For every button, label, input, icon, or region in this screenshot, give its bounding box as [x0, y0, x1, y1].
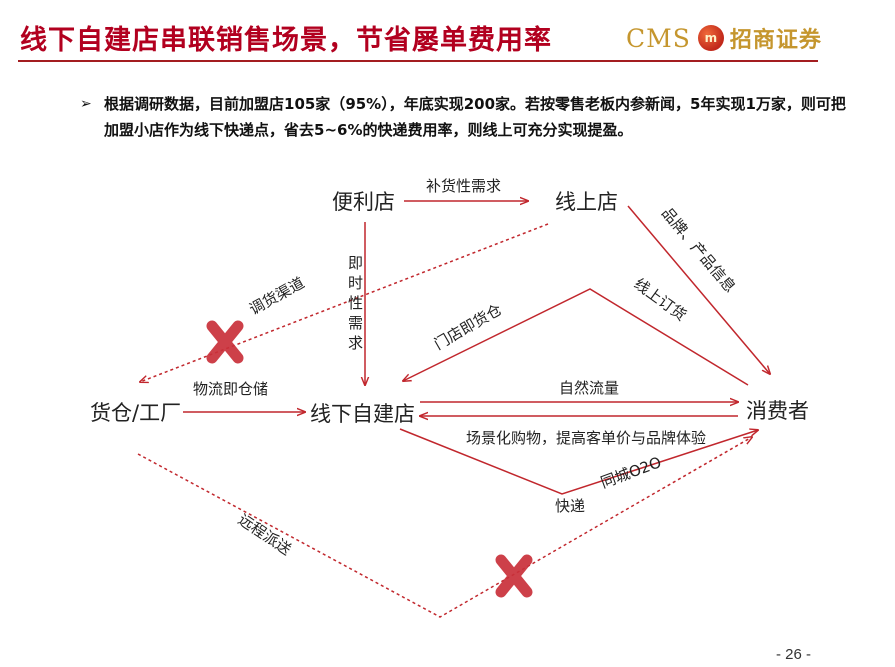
bullet-point: ➢ 根据调研数据，目前加盟店105家（95%），年底实现200家。若按零售老板内…: [80, 91, 850, 143]
label-express: 快递: [555, 497, 585, 515]
label-same-city-o2o: 同城O2O: [598, 453, 664, 492]
label-natural-traffic: 自然流量: [559, 379, 619, 397]
cross-mark-transfer-icon: [206, 320, 244, 364]
logo-company-name: 招商证券: [729, 28, 822, 53]
edge-transfer-channel-line: [140, 223, 549, 382]
edge-online-order-line: [403, 288, 749, 386]
company-logo: CMS m 招商证券: [626, 20, 822, 56]
logo-cms-text: CMS: [626, 23, 691, 53]
edge-express-line: [399, 428, 758, 495]
cross-mark-remote-icon: [495, 554, 533, 598]
edge-brand-info-line: [627, 205, 770, 374]
node-warehouse: 货仓/工厂: [90, 401, 181, 425]
label-logistics-storage: 物流即仓储: [193, 380, 268, 398]
node-offline-store: 线下自建店: [310, 402, 415, 426]
node-consumer: 消费者: [746, 399, 809, 423]
edge-remote-delivery-line: [137, 437, 752, 618]
label-transfer-channel: 调货渠道: [246, 274, 307, 319]
page-title: 线下自建店串联销售场景，节省屡单费用率: [20, 25, 552, 56]
label-brand-info: 品牌、产品信息: [658, 204, 739, 296]
bullet-text: 根据调研数据，目前加盟店105家（95%），年底实现200家。若按零售老板内参新…: [104, 95, 846, 139]
arrow-bullet-icon: ➢: [80, 96, 92, 112]
label-instant-demand: 即 时 性 需 求: [348, 254, 368, 352]
label-remote-delivery: 远程派送: [235, 510, 295, 558]
label-scene-shopping: 场景化购物，提高客单价与品牌体验: [466, 429, 706, 447]
label-restock-demand: 补货性需求: [426, 177, 501, 195]
page-number: - 26 -: [776, 646, 812, 663]
label-store-as-warehouse: 门店即货仓: [431, 300, 505, 353]
label-online-order: 线上订货: [631, 275, 690, 325]
node-convenience-store: 便利店: [332, 190, 395, 214]
title-divider: [18, 60, 818, 62]
logo-emblem-icon: m: [697, 25, 724, 51]
node-online-store: 线上店: [555, 190, 618, 214]
